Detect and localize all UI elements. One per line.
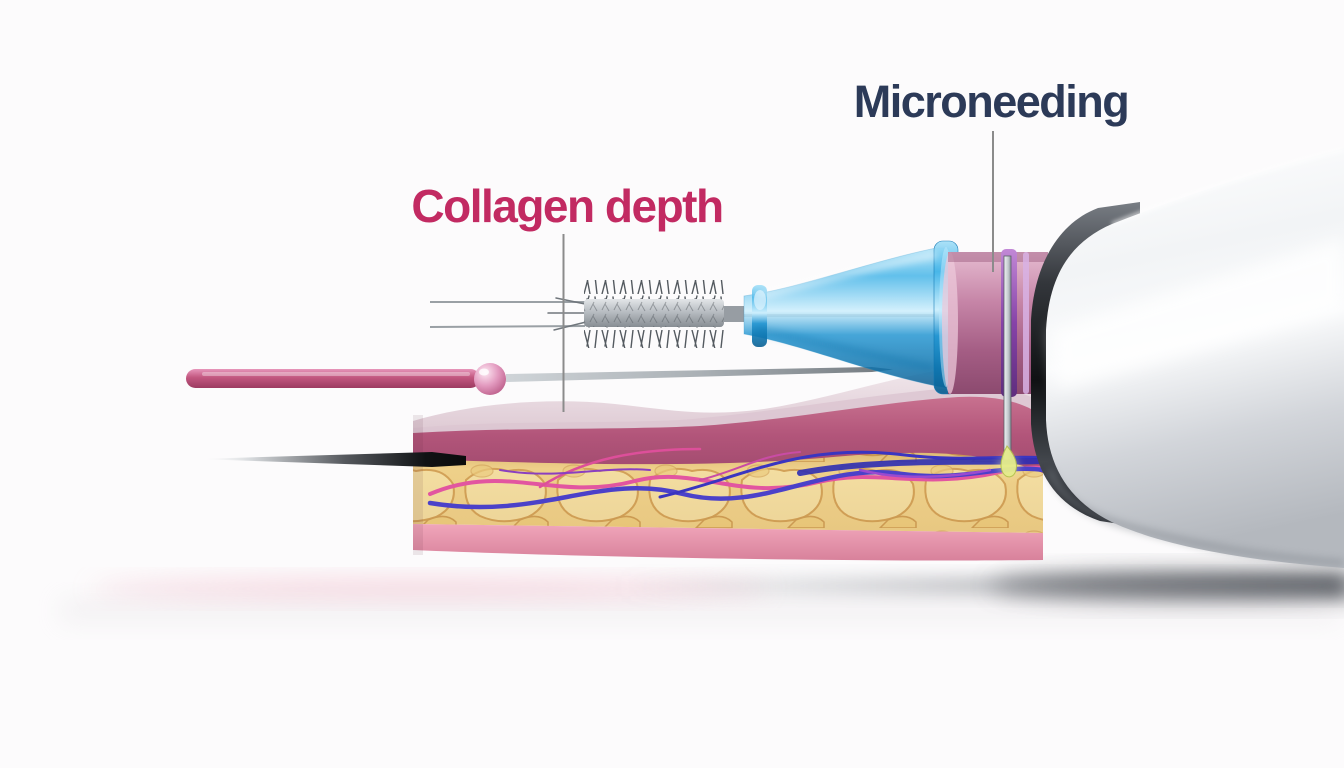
hub-flange-highlight — [754, 290, 766, 310]
roller-spikes-bottom — [584, 326, 724, 348]
device-top-edge-light — [1111, 148, 1344, 226]
roller-brush-texture — [584, 299, 724, 327]
skin-cross-section — [413, 364, 1046, 561]
hub-bottom-shade — [755, 327, 935, 371]
microneedle-roller — [429, 280, 744, 348]
probe-rod-highlight — [202, 372, 470, 376]
collagen-depth-label: Collagen depth — [411, 180, 722, 232]
collar-top-shade — [948, 252, 1048, 262]
fat-layer-shading — [413, 452, 1043, 533]
roller-spikes-top — [584, 280, 724, 301]
subcutis-layer — [413, 524, 1043, 561]
device-body — [1046, 148, 1344, 568]
device-bottom-shade — [1047, 468, 1344, 566]
ground-shadow — [60, 571, 1344, 624]
collar-left-cap — [942, 252, 958, 394]
insertion-needle — [197, 452, 466, 467]
dermis-layer — [413, 396, 1043, 474]
probe-rod — [186, 369, 480, 388]
probe-needle — [506, 367, 893, 382]
device-handpiece — [1031, 148, 1344, 568]
block-left-face — [413, 415, 423, 555]
vertical-needle-shaft — [1003, 255, 1012, 461]
probe-ball-tip — [474, 363, 506, 395]
collar-thin-ring — [1023, 252, 1029, 394]
microneedling-label: Microneeding — [854, 76, 1129, 127]
device-sheen-band — [1052, 238, 1344, 390]
roller-guide-line-bottom — [429, 325, 586, 328]
vertical-needle — [997, 255, 1019, 478]
probe-ball-specular — [479, 368, 489, 376]
pink-probe-tool — [186, 363, 893, 395]
serum-droplet — [1000, 445, 1017, 478]
hub-top-sheen — [755, 252, 937, 300]
roller-connector — [724, 306, 744, 322]
